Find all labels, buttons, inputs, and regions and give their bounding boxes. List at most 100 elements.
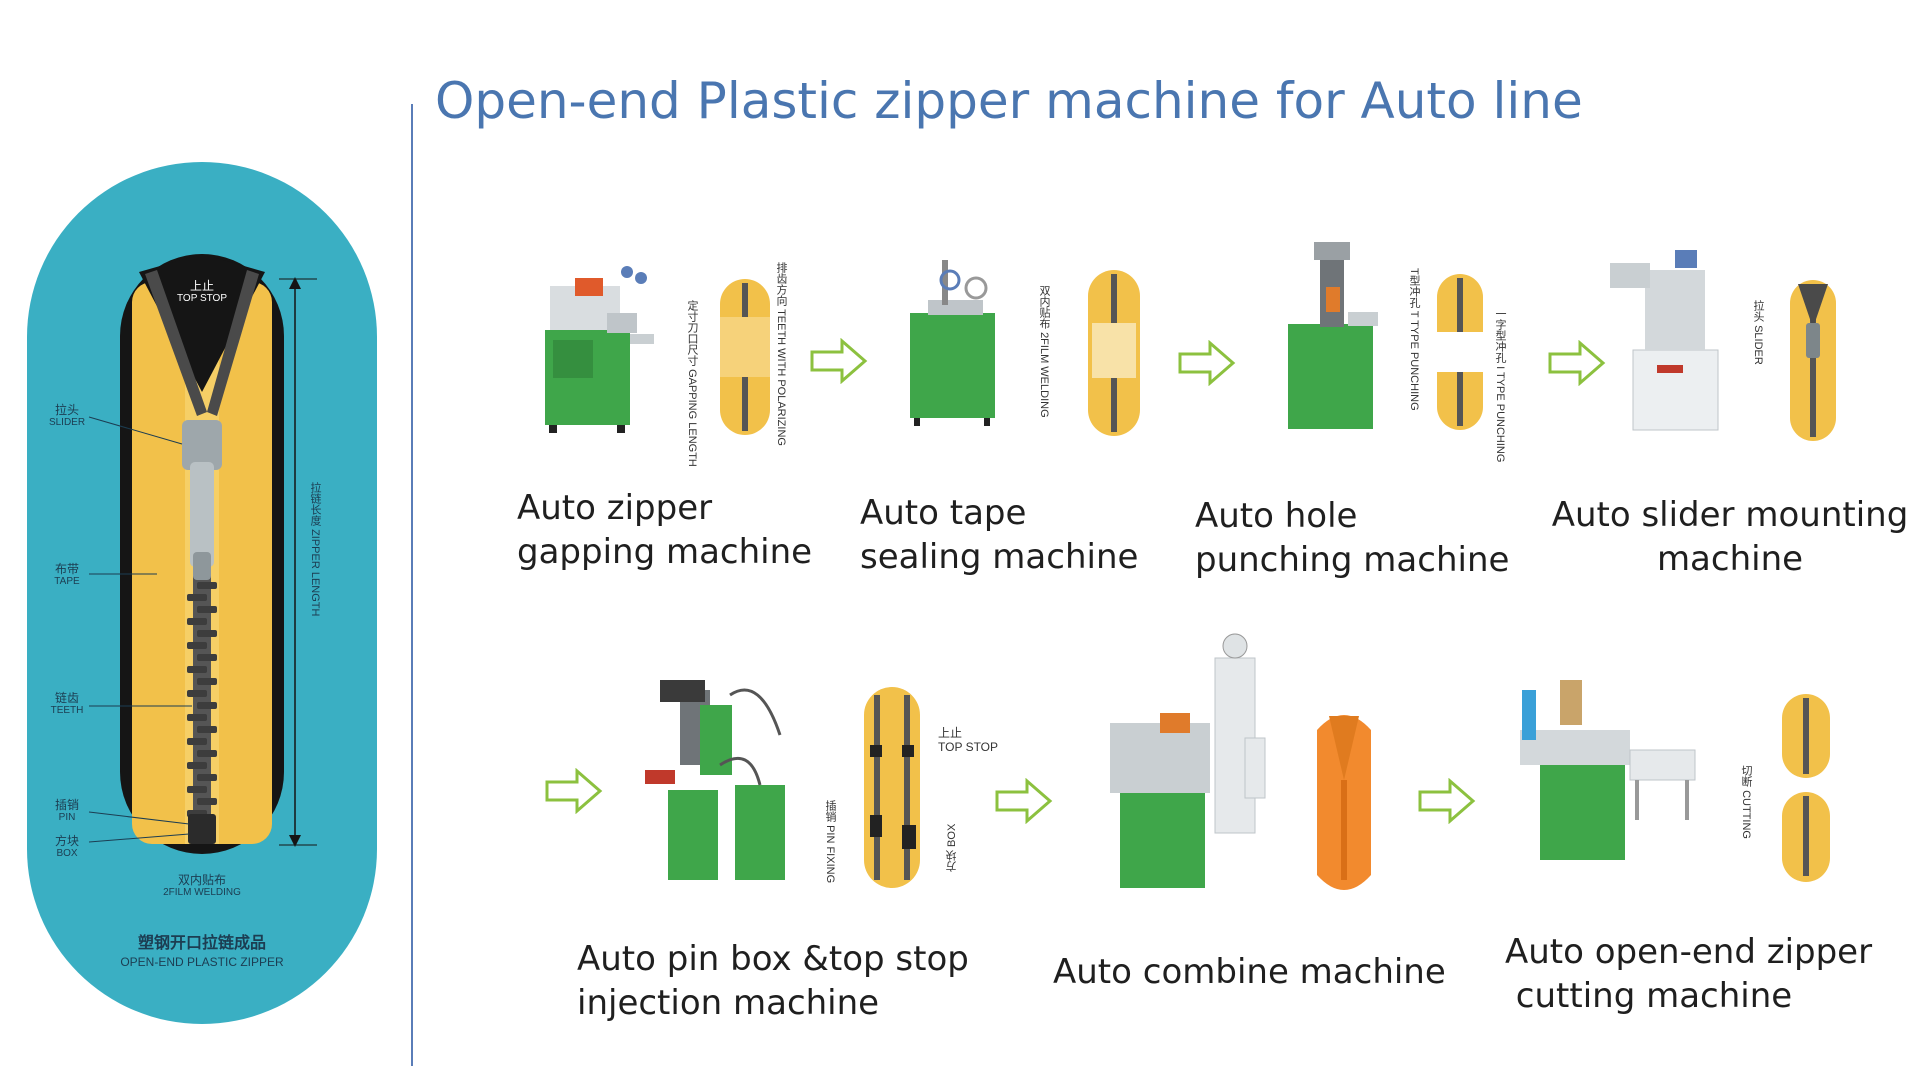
slider-label: 拉头 SLIDER bbox=[37, 404, 97, 429]
product-cn: 塑钢开口拉链成品 bbox=[137, 935, 266, 952]
box-label: 方块 BOX bbox=[37, 835, 97, 860]
top-stop-step-cn: 上止 bbox=[938, 726, 963, 740]
film-welding-step-label: 双内贴布 2FILM WELDING bbox=[1036, 285, 1052, 418]
gapping-machine-image bbox=[535, 258, 665, 442]
slider-mounting-zipper-graphic bbox=[1790, 280, 1836, 441]
box-step-en: BOX bbox=[946, 823, 958, 847]
slider-en: SLIDER bbox=[48, 417, 86, 428]
arrow-right-icon bbox=[995, 777, 1053, 825]
cutting-machine-image bbox=[1510, 660, 1700, 879]
hole-punching-zipper-image bbox=[1435, 272, 1485, 436]
step-5-line-1: Auto pin box &top stop bbox=[577, 939, 969, 979]
gapping-length-cn: 定寸刀口尺寸 bbox=[686, 300, 698, 366]
t-type-punching-cn: T型冲孔 bbox=[1408, 268, 1420, 308]
tape-label: 布带 TAPE bbox=[37, 562, 97, 588]
i-type-punching-cn: 一字型冲孔 bbox=[1494, 308, 1506, 363]
step-2-line-1: Auto tape bbox=[860, 493, 1027, 533]
top-stop-cn: 上止 bbox=[189, 279, 214, 293]
cutting-step-en: CUTTING bbox=[1740, 790, 1752, 839]
pin-cn: 插销 bbox=[54, 798, 79, 812]
step-3-line-2: punching machine bbox=[1195, 540, 1510, 580]
film-welding-step-en: 2FILM WELDING bbox=[1038, 332, 1050, 418]
step-1-caption: Auto zipper gapping machine bbox=[517, 486, 812, 574]
slider-step-cn: 拉头 bbox=[1752, 300, 1764, 322]
pin-fixing-label: 插销 PIN FIXING bbox=[822, 800, 838, 900]
zipper-length-cn: 拉链长度 bbox=[309, 482, 321, 526]
step-4-line-2: machine bbox=[1656, 539, 1804, 579]
top-stop-en: TOP STOP bbox=[176, 293, 228, 304]
tape-en: TAPE bbox=[54, 576, 80, 587]
combine-zipper-image bbox=[1315, 710, 1373, 899]
flow-arrow-4 bbox=[545, 767, 603, 818]
arrow-right-icon bbox=[1178, 339, 1236, 387]
tape-sealing-machine-graphic bbox=[910, 260, 995, 426]
step-5-caption: Auto pin box &top stop injection machine bbox=[577, 937, 969, 1025]
pin-en: PIN bbox=[58, 812, 76, 823]
combine-machine-graphic bbox=[1110, 633, 1266, 888]
hole-punching-zipper-graphic bbox=[1437, 274, 1483, 430]
teeth-cn: 链齿 bbox=[54, 691, 79, 705]
step-1-line-2: gapping machine bbox=[517, 532, 813, 572]
step-2-line-2: sealing machine bbox=[860, 537, 1139, 577]
step-3-caption: Auto hole punching machine bbox=[1195, 494, 1509, 582]
film-welding-step-cn: 双内贴布 bbox=[1038, 285, 1050, 329]
top-stop-label: 上止 TOP STOP bbox=[142, 279, 262, 305]
zipper-length-en: ZIPPER LENGTH bbox=[309, 529, 321, 617]
teeth-polarizing-label: 排齿方向 TEETH WITH POLARIZING bbox=[773, 262, 789, 446]
combine-machine-image bbox=[1100, 628, 1275, 902]
slider-step-label: 拉头 SLIDER bbox=[1750, 300, 1766, 365]
box-en: BOX bbox=[56, 848, 78, 859]
teeth-en: TEETH bbox=[50, 705, 84, 716]
film-welding-en: 2FILM WELDING bbox=[163, 887, 241, 898]
injection-machine-graphic bbox=[645, 680, 785, 880]
teeth-polarizing-en: TEETH WITH POLARIZING bbox=[775, 309, 787, 446]
combine-zipper-graphic bbox=[1317, 715, 1371, 890]
page-title: Open-end Plastic zipper machine for Auto… bbox=[435, 72, 1583, 130]
top-stop-step-label: 上止 TOP STOP bbox=[938, 726, 998, 754]
gapping-length-en: GAPPING LENGTH bbox=[686, 369, 698, 467]
gapping-machine-graphic bbox=[545, 266, 654, 433]
slider-mounting-zipper-image bbox=[1788, 278, 1838, 447]
arrow-right-icon bbox=[810, 337, 868, 385]
zipper-diagram-graphic bbox=[27, 162, 377, 1024]
t-type-punching-en: T TYPE PUNCHING bbox=[1408, 310, 1420, 411]
cutting-machine-graphic bbox=[1520, 680, 1696, 860]
box-step-cn: 方块 bbox=[946, 850, 958, 872]
slider-step-en: SLIDER bbox=[1752, 325, 1764, 365]
teeth-polarizing-cn: 排齿方向 bbox=[775, 262, 787, 306]
cutting-step-cn: 切断 bbox=[1740, 765, 1752, 787]
slider-mounting-machine-image bbox=[1605, 245, 1730, 444]
product-label: 塑钢开口拉链成品 OPEN-END PLASTIC ZIPPER bbox=[82, 934, 322, 970]
arrow-right-icon bbox=[1418, 777, 1476, 825]
step-4-caption: Auto slider mounting machine bbox=[1545, 493, 1915, 581]
cutting-zipper-graphic bbox=[1782, 694, 1830, 882]
divider-line bbox=[411, 104, 413, 1066]
zipper-diagram: 上止 TOP STOP 拉头 SLIDER 布带 TAPE 链齿 TEETH 插… bbox=[27, 162, 377, 1024]
box-step-label: 方块 BOX bbox=[944, 812, 960, 872]
arrow-right-icon bbox=[1548, 339, 1606, 387]
pin-label: 插销 PIN bbox=[37, 798, 97, 824]
flow-arrow-2 bbox=[1178, 339, 1236, 390]
i-type-punching-en: I TYPE PUNCHING bbox=[1494, 366, 1506, 463]
gapping-zipper-image bbox=[718, 277, 772, 441]
teeth-label: 链齿 TEETH bbox=[37, 691, 97, 717]
step-6-caption: Auto combine machine bbox=[1053, 950, 1446, 994]
flow-arrow-3 bbox=[1548, 339, 1606, 390]
step-4-line-1: Auto slider mounting bbox=[1551, 495, 1909, 535]
top-stop-step-en: TOP STOP bbox=[938, 740, 999, 754]
tape-cn: 布带 bbox=[54, 562, 79, 576]
zipper-length-label: 拉链长度 ZIPPER LENGTH bbox=[307, 482, 323, 616]
step-5-line-2: injection machine bbox=[577, 983, 880, 1023]
step-3-line-1: Auto hole bbox=[1195, 496, 1358, 536]
film-welding-cn: 双内贴布 bbox=[177, 873, 226, 887]
step-1-line-1: Auto zipper bbox=[517, 488, 713, 528]
step-6-line-1: Auto combine machine bbox=[1053, 952, 1446, 992]
film-welding-label: 双内贴布 2FILM WELDING bbox=[122, 873, 282, 899]
injection-machine-image bbox=[640, 675, 800, 889]
gapping-zipper-graphic bbox=[720, 279, 770, 435]
step-7-line-2: cutting machine bbox=[1505, 976, 1793, 1016]
flow-arrow-5 bbox=[995, 777, 1053, 828]
product-en: OPEN-END PLASTIC ZIPPER bbox=[120, 955, 284, 969]
step-2-caption: Auto tape sealing machine bbox=[860, 491, 1138, 579]
i-type-punching-label: 一字型冲孔 I TYPE PUNCHING bbox=[1492, 308, 1508, 462]
